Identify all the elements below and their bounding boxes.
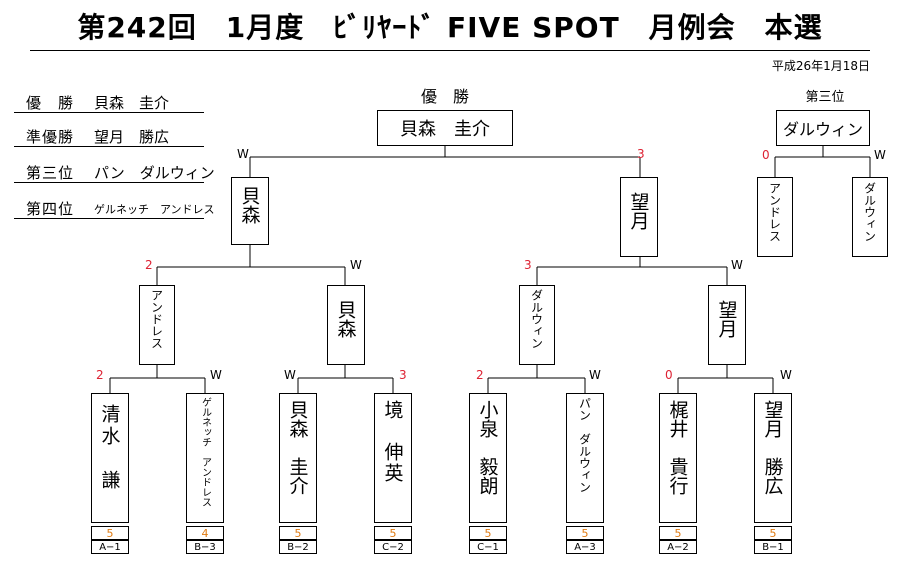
player-name: ダルウィン [862,182,877,242]
player-code: C−1 [469,540,507,554]
semi2-left-score: 3 [524,258,532,272]
result-name: 貝森 圭介 [94,94,170,112]
player-box-6: パン ダルウィン [566,393,604,523]
result-row-winner: 優 勝 貝森 圭介 [14,90,204,113]
result-label: 準優勝 [26,128,75,146]
final-right-score: 3 [637,147,645,161]
player-seed: 4 [186,526,224,540]
final-left-score: W [237,147,249,161]
player-name: 清水 謙 [98,404,121,492]
player-seed: 5 [91,526,129,540]
semi1-right-score: W [350,258,362,272]
semi1-left-score: 2 [145,258,153,272]
player-code: B−1 [754,540,792,554]
semi2-left-box: ダルウィン [519,285,555,365]
r1-m2-right-score: 3 [399,368,407,382]
r1-m4-right-score: W [780,368,792,382]
semi1-right-box: 貝森 [327,285,365,365]
player-name: アンドレス [149,289,164,349]
player-box-3: 貝森 圭介 [279,393,317,523]
player-code: B−3 [186,540,224,554]
player-name: パン ダルウィン [577,397,592,493]
player-name: 貝森 圭介 [286,400,309,495]
player-seed: 5 [469,526,507,540]
player-box-7: 梶井 貴行 [659,393,697,523]
third-place-header: 第三位 [805,90,845,105]
page-title: 第242回 1月度 ﾋﾞﾘﾔｰﾄﾞ FIVE SPOT 月例会 本選 [77,11,823,44]
result-label: 第三位 [26,164,75,182]
r1-m4-left-score: 0 [665,368,673,382]
player-box-1: 清水 謙 [91,393,129,523]
r1-m3-left-score: 2 [476,368,484,382]
third-match-left-score: 0 [762,148,770,162]
player-name: 望月 [627,192,650,230]
player-name: 望月 [715,300,738,338]
semi2-right-box: 望月 [708,285,746,365]
third-match-left-box: アンドレス [757,177,793,257]
player-name: ダルウィン [529,289,544,349]
player-name: 境 伸英 [381,400,404,484]
result-name: パン ダルウィン [94,164,215,182]
player-seed: 5 [374,526,412,540]
player-code: B−2 [279,540,317,554]
result-row-fourth: 第四位 ゲルネッチ アンドレス [14,196,215,219]
player-seed: 5 [659,526,697,540]
result-row-runner-up: 準優勝 望月 勝広 [14,124,204,147]
player-name: 貝森 [334,300,357,338]
player-seed: 5 [566,526,604,540]
event-date: 平成26年1月18日 [771,59,870,73]
title-underline [30,50,870,51]
player-name: 貝森 [238,186,261,224]
player-code: A−1 [91,540,129,554]
player-name: 小泉 毅朗 [476,400,499,495]
champion-box: 貝森 圭介 [377,110,513,146]
player-name: アンドレス [767,182,782,242]
player-box-2: ゲルネッチ アンドレス [186,393,224,523]
player-seed: 5 [754,526,792,540]
third-match-right-box: ダルウィン [852,177,888,257]
third-place-box: ダルウィン [776,110,870,146]
result-name: ゲルネッチ アンドレス [94,203,215,216]
r1-m1-right-score: W [210,368,222,382]
semi2-right-score: W [731,258,743,272]
champion-header: 優 勝 [420,87,469,106]
r1-m3-right-score: W [589,368,601,382]
player-code: A−3 [566,540,604,554]
finalist-left-box: 貝森 [231,177,269,245]
player-name: ゲルネッチ アンドレス [199,397,211,507]
result-label: 第四位 [26,200,75,218]
player-name: 梶井 貴行 [666,400,689,495]
player-box-5: 小泉 毅朗 [469,393,507,523]
r1-m1-left-score: 2 [96,368,104,382]
result-row-third: 第三位 パン ダルウィン [14,160,215,183]
finalist-right-box: 望月 [620,177,658,257]
third-match-right-score: W [874,148,886,162]
player-code: C−2 [374,540,412,554]
player-name: 望月 勝広 [761,400,784,495]
player-box-4: 境 伸英 [374,393,412,523]
semi1-left-box: アンドレス [139,285,175,365]
player-seed: 5 [279,526,317,540]
r1-m2-left-score: W [284,368,296,382]
player-box-8: 望月 勝広 [754,393,792,523]
result-label: 優 勝 [26,94,75,112]
player-code: A−2 [659,540,697,554]
result-name: 望月 勝広 [94,128,170,146]
